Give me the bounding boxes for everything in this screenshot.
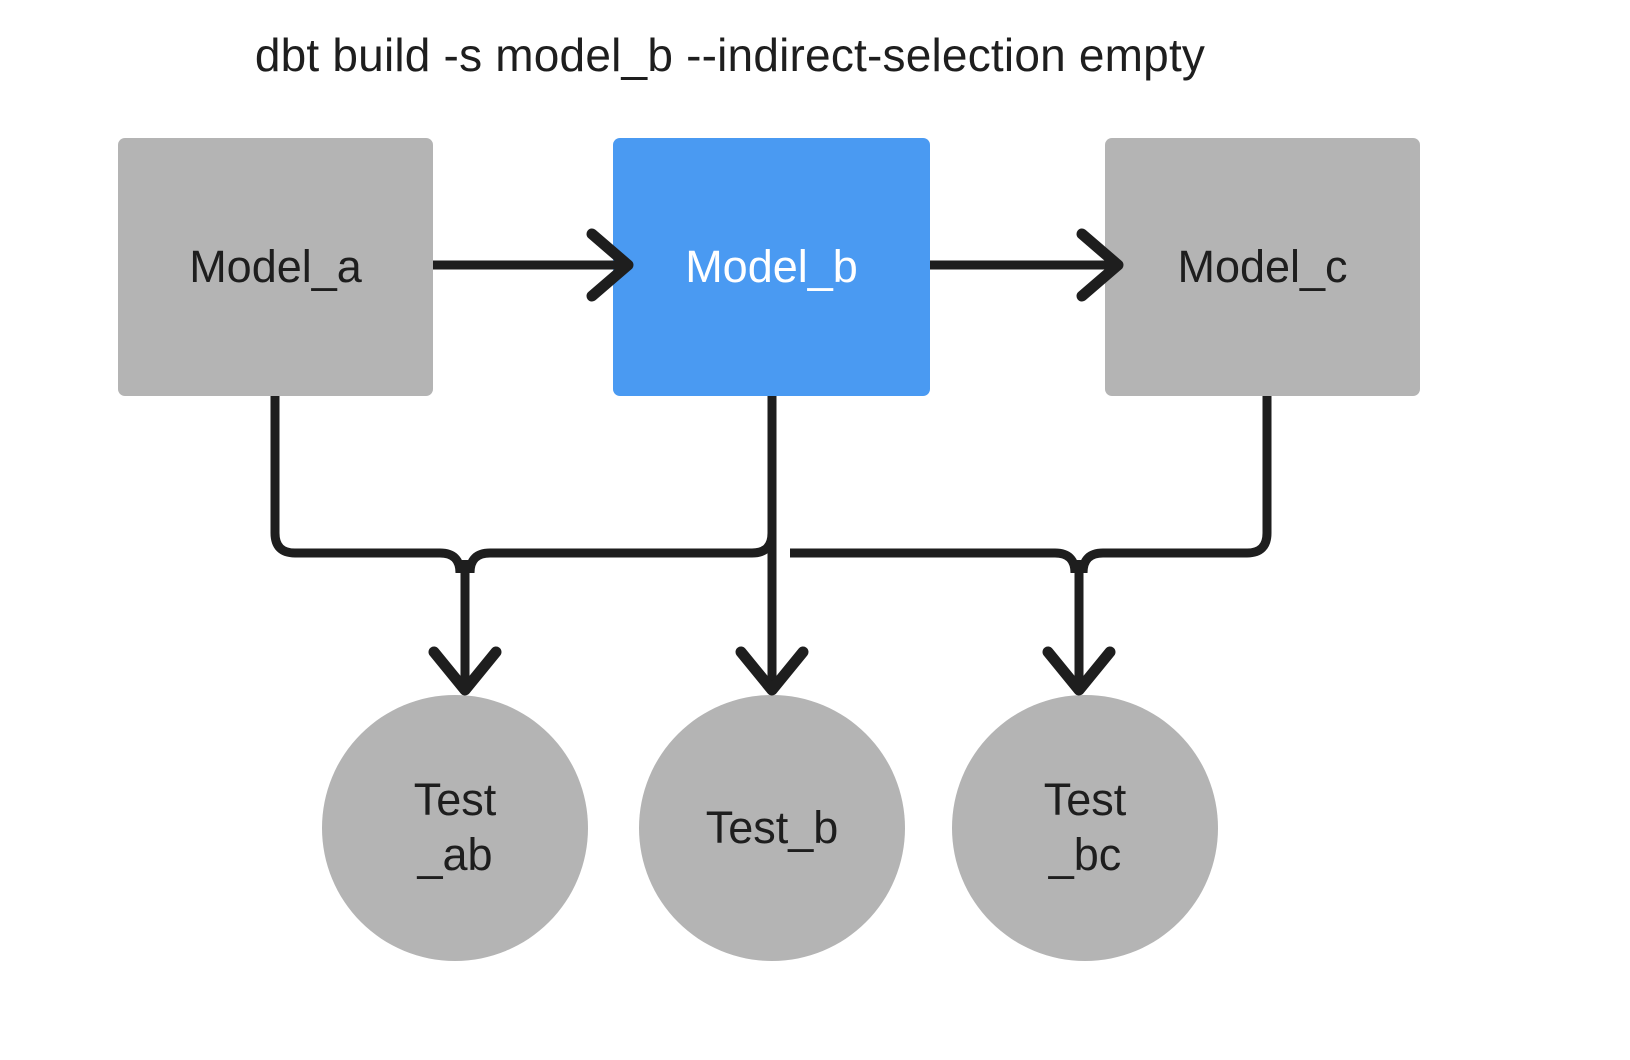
arrowhead-test-bc-in	[1042, 646, 1116, 696]
node-test-bc-shape[interactable]	[952, 695, 1218, 961]
diagram-title: dbt build -s model_b --indirect-selectio…	[254, 29, 1206, 81]
node-test-b-shape[interactable]	[639, 695, 905, 961]
node-model-c-shape[interactable]	[1105, 138, 1420, 396]
arrowhead-model-b-in	[586, 228, 634, 302]
arrowhead-model-c-in	[1076, 228, 1124, 302]
edge-model-b-to-test-bc	[790, 548, 1080, 574]
node-model-a-shape[interactable]	[118, 138, 433, 396]
node-model-b-shape[interactable]	[613, 138, 930, 396]
node-test-ab-shape[interactable]	[322, 695, 588, 961]
edge-model-c-to-test-bc	[1078, 396, 1272, 574]
edge-model-b-to-test-ab	[465, 396, 777, 574]
arrowhead-test-ab-in	[428, 646, 502, 696]
edge-model-a-to-test-ab	[270, 396, 465, 574]
arrowhead-test-b-in	[735, 646, 809, 696]
